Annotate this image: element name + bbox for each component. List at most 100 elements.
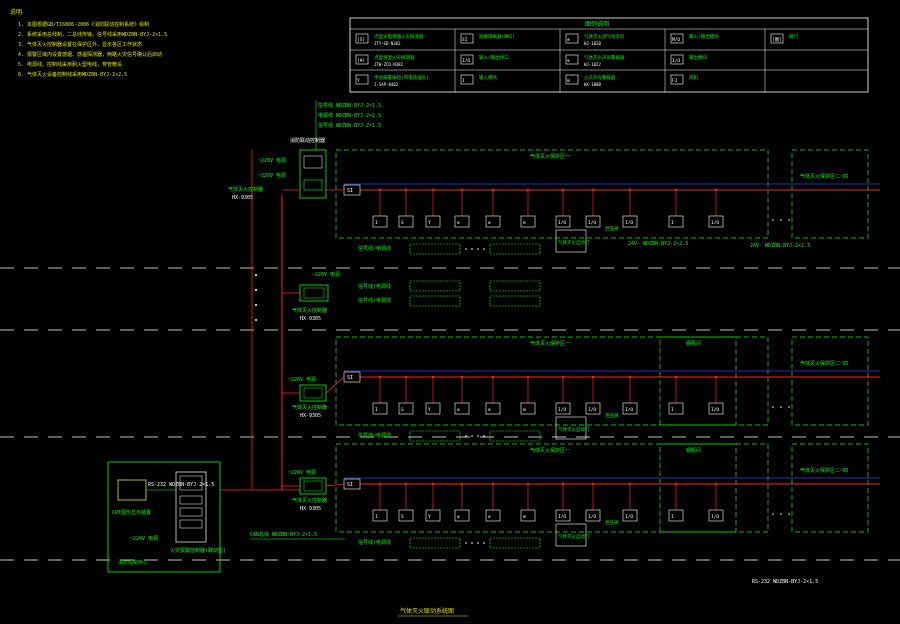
legend-item-name: 火灾声光警报器 [584, 74, 616, 81]
door-label: 气体灭火启动门 [558, 533, 590, 540]
legend-symbol-box [770, 33, 784, 44]
legend-item-name: 手动报警按钮(带电话插孔) [374, 74, 429, 81]
floor-separators [0, 267, 900, 561]
device-node [431, 482, 435, 486]
legend-symbol-box [355, 54, 369, 65]
device-symbol: I/O [711, 514, 719, 520]
ctrl-label: 气体灭火控制器 [292, 307, 327, 314]
continuation-dot [788, 406, 790, 408]
continuation-dot [780, 513, 782, 515]
device-box [398, 509, 414, 522]
device-symbol: ⊗ [457, 515, 460, 520]
legend-symbol-box [355, 74, 369, 85]
top-panel[interactable]: 消防联动控制器 [290, 137, 327, 199]
ctrl-label: 气体灭火控制器 [292, 497, 327, 504]
ctrl-model: HX-9305 [300, 506, 321, 512]
sig-label: 信号线/电源线 [358, 539, 391, 546]
door-box [555, 416, 587, 440]
device-symbol: ⊕ [488, 408, 491, 413]
device-box [485, 402, 501, 415]
continuation-dots [255, 274, 257, 321]
continuation-dot [477, 435, 479, 437]
device-symbol: I/O [625, 514, 633, 520]
zone-label: 气体灭火保护区一 [530, 447, 570, 454]
device-box [425, 402, 441, 415]
device-node [591, 375, 595, 379]
device-box [454, 215, 470, 228]
device-symbol: S [401, 220, 404, 226]
device-node [526, 482, 530, 486]
device-symbol: S [401, 407, 404, 413]
legend-symbol-box [670, 54, 684, 65]
valve-label: 泄压阀 [605, 412, 619, 419]
legend-symbol-box [460, 33, 474, 44]
device-box [372, 402, 388, 415]
device-symbol: I [671, 407, 674, 413]
continuation-dot [780, 406, 782, 408]
device-ref-box [409, 243, 461, 255]
device-box [622, 215, 638, 228]
cable-label: 信号线 WDZBN-BYJ-2×1.5 [318, 102, 381, 109]
zone-box [335, 149, 769, 239]
device-symbol: I [671, 220, 674, 226]
cabinet-label: 火灾报警控制器(联动型) [170, 547, 226, 554]
continuation-dot [477, 542, 479, 544]
device-symbol: I/O [711, 220, 719, 226]
device-symbol: I/O [558, 407, 566, 413]
ctrl-model: HX-9305 [300, 316, 321, 322]
legend-symbol: [¥] [357, 58, 365, 64]
device-node [431, 375, 435, 379]
power-label: ~220V 电源 [288, 376, 316, 383]
ctrl-label: 气体灭火控制器 [228, 186, 263, 193]
valve-label: 泄压阀 [605, 519, 619, 526]
legend-symbol-box [565, 54, 579, 65]
note-line: 3. 气体灭火控制器设置在保护区外，显示各区工作状态 [18, 41, 142, 48]
mid-controller[interactable] [299, 284, 329, 302]
device-box [520, 509, 536, 522]
legend-symbol-box [670, 33, 684, 44]
note-line: 6. 气体灭火设备控制线采用WDZBN-BYJ-2×2.5 [18, 71, 127, 78]
device-ref-box [409, 537, 461, 549]
device-node [674, 482, 678, 486]
device-node [526, 188, 530, 192]
continuation-dot [465, 542, 467, 544]
continuation-dot [471, 542, 473, 544]
continuation-dot [483, 248, 485, 250]
device-node [491, 188, 495, 192]
zone-label: 气体灭火保护区一 [530, 340, 570, 347]
device-box [485, 509, 501, 522]
device-node [460, 375, 464, 379]
continuation-dot [465, 248, 467, 250]
legend-item-name: 点型光电感烟火灾探测器 [374, 33, 424, 40]
center-label: 消防控制中心 [118, 559, 148, 566]
ctrl-model: HX-9305 [300, 413, 321, 419]
device-box [708, 402, 724, 415]
continuation-dot [471, 435, 473, 437]
trunk-branch [325, 376, 345, 394]
device-box [425, 509, 441, 522]
device-symbol: I/O [711, 407, 719, 413]
control-center[interactable] [107, 461, 221, 573]
legend-title: 图例说明 [585, 20, 609, 28]
legend-item-name: 输入/输出模块 [689, 33, 719, 40]
legend-symbol: [图] [772, 37, 782, 43]
device-ref-box [489, 243, 541, 255]
power-label: ~220V 电源 [288, 469, 316, 476]
zone-box [335, 443, 769, 533]
device-box [585, 509, 601, 522]
device-symbol: ⊞ [523, 515, 526, 520]
continuation-dot [483, 435, 485, 437]
legend-item-name: 输入/输出接口 [479, 54, 509, 61]
cable-label: 电源线 WDZBN-BYJ-2×2.5 [318, 112, 381, 119]
device-box [454, 402, 470, 415]
note-line: 5. 电源线、控制线采用耐火型电线，穿管敷设 [18, 61, 122, 68]
device-symbol: I/O [625, 220, 633, 226]
device-box [708, 215, 724, 228]
legend-symbol: ⊗ [567, 38, 570, 43]
device-node [714, 482, 718, 486]
continuation-dot [788, 513, 790, 515]
door-box [555, 523, 587, 547]
